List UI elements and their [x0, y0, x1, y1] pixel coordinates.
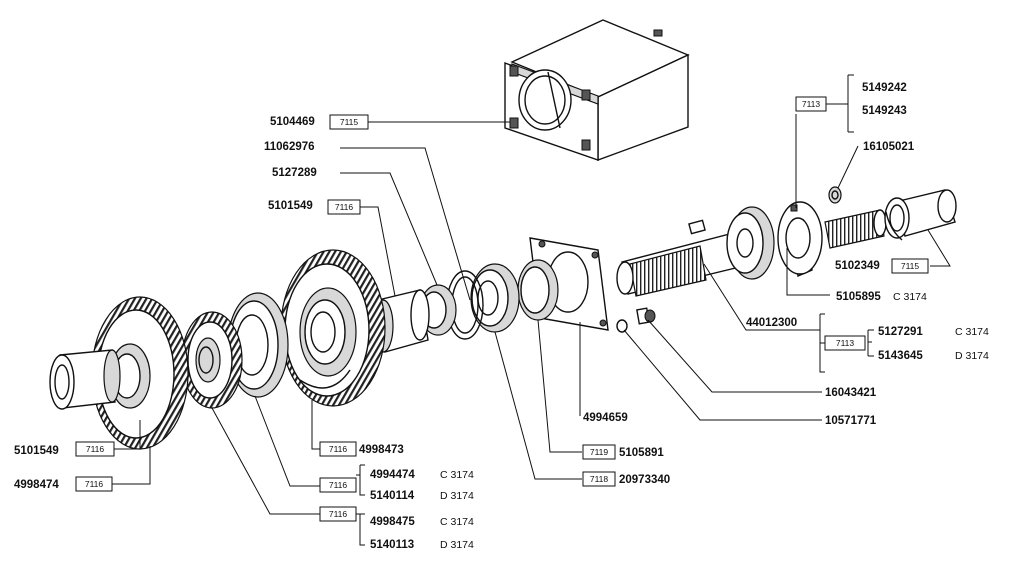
label-4998473: 4998473 — [359, 444, 404, 456]
bearing-20973340-drawing — [470, 263, 520, 333]
label-16105021: 16105021 — [863, 141, 915, 153]
ref-shaft-bottom: 7116 — [86, 444, 105, 454]
housing-drawing — [504, 19, 690, 162]
ref-20973340: 7118 — [590, 474, 609, 484]
note-5127291: C 3174 — [955, 326, 989, 338]
ref-4998473: 7116 — [329, 444, 348, 454]
ref-4998474: 7116 — [85, 479, 104, 489]
big-gear-4998474-drawing — [91, 296, 189, 450]
small-gear-4998475-drawing — [181, 311, 243, 409]
label-4994659: 4994659 — [583, 412, 628, 424]
label-5149242: 5149242 — [862, 82, 907, 94]
label-10571771: 10571771 — [825, 415, 877, 427]
label-5127289: 5127289 — [272, 167, 317, 179]
note-5105895: C 3174 — [893, 291, 927, 303]
ref-4998475: 7116 — [329, 509, 348, 519]
large-gear-4998473-drawing — [280, 249, 386, 407]
label-4998474: 4998474 — [14, 479, 59, 491]
label-5143645: 5143645 — [878, 350, 923, 362]
note-5143645: D 3174 — [955, 350, 989, 362]
ref-5102349: 7115 — [901, 261, 920, 271]
ref-shaft-top: 7116 — [335, 202, 354, 212]
seal-drawing — [517, 259, 559, 321]
label-5127291: 5127291 — [878, 326, 923, 338]
main-shaft-drawing — [616, 201, 887, 297]
note-5140114: D 3174 — [440, 490, 474, 502]
label-5102349: 5102349 — [835, 260, 880, 272]
label-4998475: 4998475 — [370, 516, 415, 528]
label-5105895: 5105895 — [836, 291, 881, 303]
label-44012300: 44012300 — [746, 317, 797, 329]
ref-top-right: 7113 — [802, 99, 821, 109]
stub-shaft-drawing — [49, 349, 121, 410]
ref-5105891: 7119 — [590, 447, 609, 457]
label-11062976: 11062976 — [264, 141, 315, 153]
leader-lines — [112, 74, 951, 546]
bushing-5102349-drawing — [884, 189, 957, 241]
label-5140114: 5140114 — [370, 490, 415, 502]
label-shaft-bottom: 5101549 — [14, 445, 59, 457]
label-5140113: 5140113 — [370, 539, 414, 551]
label-4994474: 4994474 — [370, 469, 415, 481]
label-5105891: 5105891 — [619, 447, 664, 459]
note-5140113: D 3174 — [440, 539, 474, 551]
ref-housing: 7115 — [340, 117, 359, 127]
sleeve-16105021-drawing — [828, 186, 842, 204]
label-shaft-top: 5101549 — [268, 200, 313, 212]
ref-4994474: 7116 — [329, 480, 348, 490]
label-20973340: 20973340 — [619, 474, 670, 486]
ref-mid-right: 7113 — [836, 338, 855, 348]
label-housing: 5104469 — [270, 116, 315, 128]
label-5149243: 5149243 — [862, 105, 907, 117]
bolt-drawing — [616, 307, 656, 333]
note-4994474: C 3174 — [440, 469, 474, 481]
label-16043421: 16043421 — [825, 387, 877, 399]
note-4998475: C 3174 — [440, 516, 474, 528]
